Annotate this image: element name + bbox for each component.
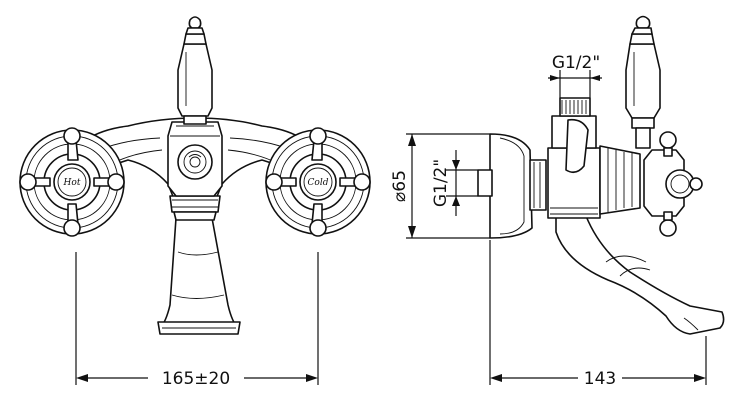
- width-dimension: 165±20: [75, 252, 319, 389]
- cold-handle: Cold: [265, 127, 371, 237]
- projection-dimension: 143: [489, 240, 707, 389]
- front-view: Hot Cold 165±20: [19, 16, 371, 389]
- top-thread-dimension: G1/2": [548, 53, 602, 98]
- side-thread-label: G1/2": [431, 159, 451, 207]
- top-thread-label: G1/2": [552, 53, 600, 73]
- diverter-handle: [177, 16, 213, 125]
- diverter-hub: [167, 121, 223, 197]
- width-dimension-label: 165±20: [162, 369, 230, 389]
- front-spout: [157, 217, 241, 335]
- side-thread-dimension: G1/2": [431, 150, 478, 216]
- cold-label: Cold: [308, 178, 329, 188]
- diameter-dimension: ⌀65: [390, 133, 490, 239]
- side-body: [547, 97, 641, 219]
- side-handle: [625, 15, 661, 149]
- side-flange: [477, 133, 547, 239]
- diameter-label: ⌀65: [390, 170, 410, 202]
- inlet-thread-hatching: [561, 100, 587, 114]
- hot-handle: Hot: [19, 127, 125, 237]
- hot-label: Hot: [63, 178, 81, 188]
- side-view: G1/2" ⌀65 G1/2" 143: [390, 15, 725, 389]
- projection-label: 143: [584, 369, 616, 389]
- side-cross-handle: [643, 131, 703, 237]
- side-spout: [555, 215, 725, 335]
